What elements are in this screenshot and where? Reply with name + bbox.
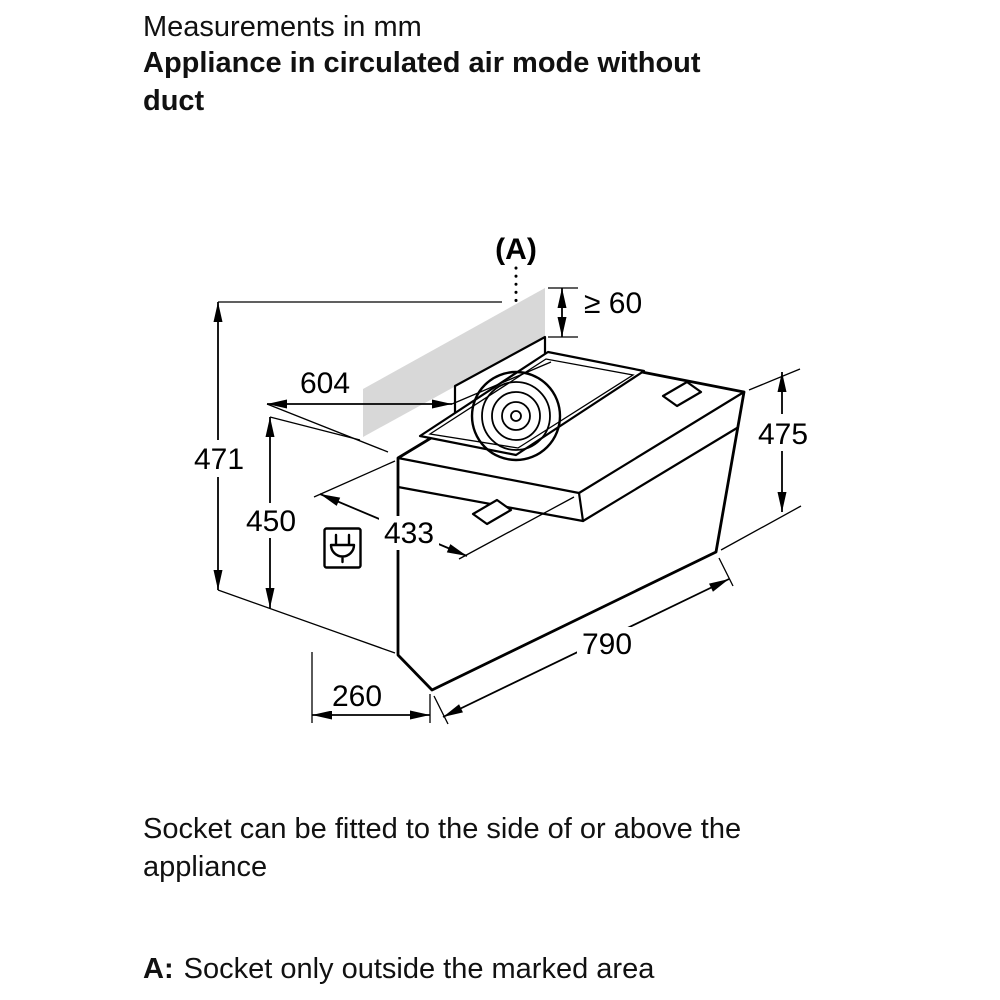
dim-label-260: 260: [332, 680, 382, 713]
dim-label-475: 475: [758, 418, 808, 451]
dim-label-450: 450: [246, 505, 296, 538]
dim-label-socket-position: (A): [495, 233, 537, 266]
ext-line-604-left: [266, 403, 389, 453]
page-heading: Appliance in circulated air mode without…: [143, 44, 701, 120]
measurements-note: Measurements in mm: [143, 11, 422, 43]
ext-line-433-right: [458, 496, 575, 560]
dim-label-471-bg: [192, 440, 247, 477]
dim-label-433-bg: [379, 516, 439, 550]
dim-label-260-bg: [327, 682, 387, 711]
blower-circle-outer: [470, 370, 562, 462]
dim-label-433: 433: [384, 517, 434, 550]
power-socket-icon: [323, 527, 362, 569]
socket-note-line1: Socket can be fitted to the side of or a…: [143, 813, 742, 845]
blower-ring-3: [501, 401, 531, 431]
ext-line-475-top: [748, 368, 801, 391]
dim-label-471: 471: [194, 443, 244, 476]
ext-line-433-left: [313, 460, 396, 498]
ext-line-790-left: [433, 695, 449, 725]
page-heading-line2: duct: [143, 85, 205, 117]
socket-note-line2: appliance: [143, 851, 268, 883]
socket-note: Socket can be fitted to the side of or a…: [143, 810, 741, 886]
mounting-clip-right: [661, 380, 703, 408]
filter-frame: [418, 350, 646, 457]
dim-label-475-bg: [754, 414, 812, 451]
blower-ring-1: [481, 381, 551, 451]
ext-line-450-top: [269, 416, 361, 441]
mounting-clip-left: [471, 498, 513, 526]
ext-line-475-bottom: [720, 505, 802, 551]
dim-label-604: 604: [300, 367, 350, 400]
legend-a-text: Socket only outside the marked area: [183, 953, 655, 985]
filter-frame-inner-line: [428, 358, 635, 449]
ext-line-471-bottom: [217, 589, 396, 654]
dim-label-790-bg: [577, 627, 637, 660]
ext-line-604-right: [451, 361, 552, 405]
blower-hub: [510, 410, 522, 422]
ext-line-790-right: [718, 557, 734, 587]
dim-label-450-bg: [244, 503, 299, 538]
legend-a-prefix: A:: [143, 953, 174, 985]
page-heading-line1: Appliance in circulated air mode without: [143, 47, 701, 79]
dim-label-790: 790: [582, 628, 632, 661]
dim-label-clearance: ≥ 60: [584, 287, 642, 320]
blower-ring-2: [491, 391, 541, 441]
legend-a: A: Socket only outside the marked area: [143, 950, 654, 988]
canopy-band-corner-edge: [577, 491, 585, 523]
